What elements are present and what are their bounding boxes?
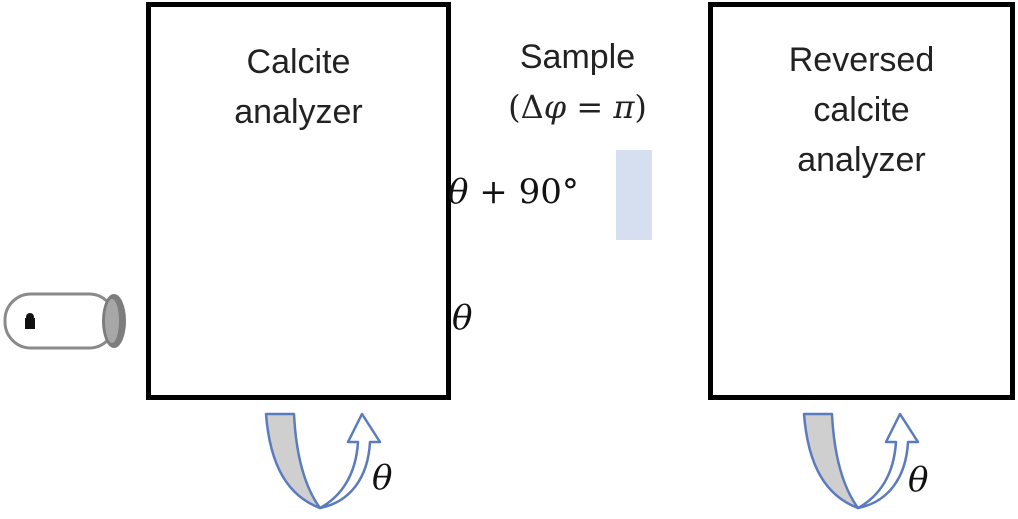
rotation-arrow-icon <box>258 408 388 519</box>
plus-90-degrees: + 90° <box>468 172 579 212</box>
lower-beam-angle-label: θ <box>452 298 472 338</box>
sample-title: Sample <box>519 38 636 76</box>
reversed-calcite-analyzer-label: Reversed calcite analyzer <box>713 35 1010 185</box>
label-line: calcite <box>813 91 910 129</box>
right-rotation-angle-label: θ <box>908 460 929 500</box>
theta-symbol: θ <box>448 172 469 212</box>
laser-source-icon <box>2 288 130 359</box>
left-rotation-angle-label: θ <box>372 458 393 498</box>
reversed-calcite-analyzer-box: Reversed calcite analyzer <box>708 2 1015 400</box>
upper-beam-angle-label: θ + 90° <box>448 172 579 212</box>
calcite-analyzer-label: Calcite analyzer <box>151 37 446 137</box>
label-line: Reversed <box>788 41 935 79</box>
rotation-arrow-icon <box>796 408 926 519</box>
eq-phi: φ <box>543 88 567 126</box>
label-line: analyzer <box>234 93 363 131</box>
eq-open: (Δ <box>508 88 544 126</box>
label-line: analyzer <box>797 141 926 179</box>
eq-equals: = <box>566 88 614 126</box>
sample-phase-equation: (Δφ = π) <box>470 82 685 132</box>
eq-close: ) <box>634 88 647 126</box>
calcite-analyzer-box: Calcite analyzer <box>146 2 451 400</box>
eq-pi: π <box>613 88 635 126</box>
sample-plate <box>616 150 652 240</box>
label-line: Calcite <box>246 43 351 81</box>
theta-symbol: θ <box>452 298 473 338</box>
